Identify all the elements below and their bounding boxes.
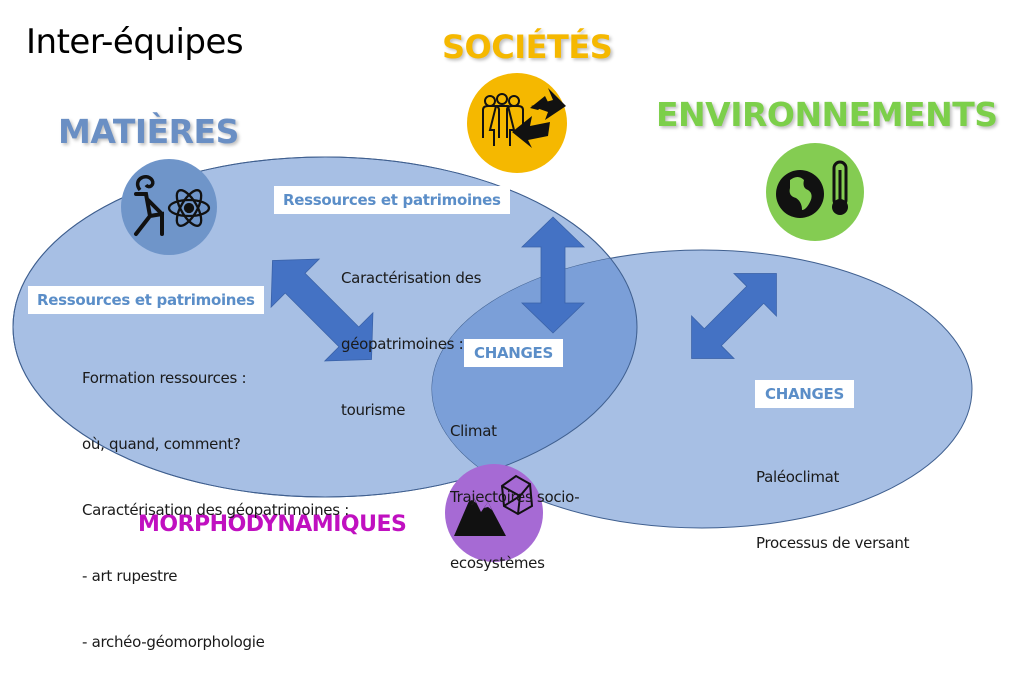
- text-line: ecosystèmes: [450, 554, 545, 572]
- text-line: - art rupestre: [82, 567, 178, 585]
- text-line: tourisme: [341, 401, 406, 419]
- environnements-heading: ENVIRONNEMENTS: [656, 95, 998, 134]
- text-line: Caractérisation des: [341, 269, 482, 287]
- center-changes-label: CHANGES: [464, 339, 563, 367]
- text-line: Formation ressources :: [82, 369, 247, 387]
- text-line: Climat: [450, 422, 497, 440]
- text-line: Paléoclimat: [756, 468, 840, 486]
- rock-art-ibex-and-atom-icon: [121, 159, 217, 255]
- mountain-crystal-icon: [445, 464, 543, 562]
- double-arrow-diagonal-left: [270, 258, 374, 362]
- matieres-heading: MATIÈRES: [58, 112, 239, 151]
- text-line: - archéo-géomorphologie: [82, 633, 265, 651]
- venn-diagram: [12, 73, 973, 562]
- right-changes-label: CHANGES: [755, 380, 854, 408]
- morphodynamiques-heading: MORPHODYNAMIQUES: [138, 512, 407, 537]
- globe-thermometer-icon: [766, 143, 864, 241]
- text-line: Trajectoires socio-: [450, 488, 580, 506]
- top-resources-label: Ressources et patrimoines: [274, 186, 510, 214]
- double-arrow-vertical: [521, 216, 585, 334]
- right-changes-text: Paléoclimat Processus de versant: [756, 422, 909, 576]
- societes-heading: SOCIÉTÉS: [442, 28, 613, 66]
- page-title: Inter-équipes: [26, 22, 244, 62]
- text-line: géopatrimoines :: [341, 335, 464, 353]
- text-line: Caractérisation des géopatrimoines :: [82, 501, 349, 519]
- people-exchange-icon: [467, 73, 567, 173]
- double-arrow-diagonal-right: [691, 273, 777, 359]
- top-resources-text: Caractérisation des géopatrimoines : tou…: [341, 223, 481, 443]
- text-line: où, quand, comment?: [82, 435, 241, 453]
- text-line: Processus de versant: [756, 534, 910, 552]
- left-resources-label: Ressources et patrimoines: [28, 286, 264, 314]
- matieres-ellipse-outline: [12, 156, 638, 498]
- left-resources-text: Formation ressources : où, quand, commen…: [82, 323, 349, 675]
- center-changes-text: Climat Trajectoires socio- ecosystèmes: [450, 376, 580, 596]
